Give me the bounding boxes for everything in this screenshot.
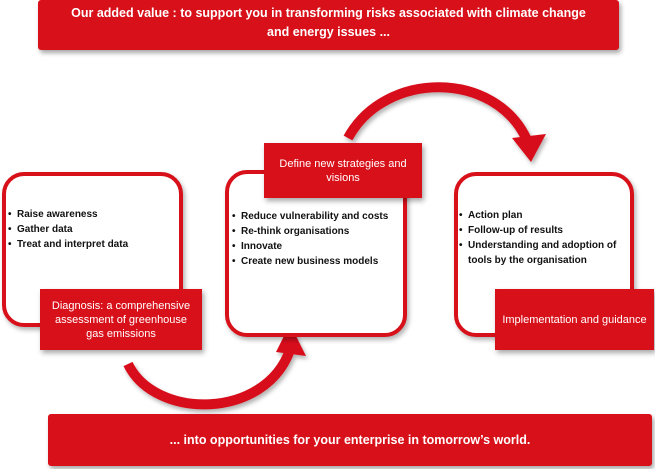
strategy-label: Define new strategies and visions: [264, 143, 422, 198]
list-item: Raise awareness: [8, 207, 178, 222]
list-item: Understanding and adoption of tools by t…: [459, 238, 631, 268]
list-item: Re-think organisations: [232, 224, 404, 239]
value-proposition-banner: Our added value : to support you in tran…: [38, 0, 619, 50]
strategy-bullets: Reduce vulnerability and costs Re-think …: [232, 209, 404, 269]
diagnosis-bullets: Raise awareness Gather data Treat and in…: [8, 207, 178, 252]
list-item: Treat and interpret data: [8, 237, 178, 252]
opportunities-banner: ... into opportunities for your enterpri…: [48, 414, 652, 466]
list-item: Reduce vulnerability and costs: [232, 209, 404, 224]
implementation-bullets: Action plan Follow-up of results Underst…: [459, 208, 631, 268]
list-item: Create new business models: [232, 254, 404, 269]
list-item: Gather data: [8, 222, 178, 237]
diagnosis-label: Diagnosis: a comprehensive assessment of…: [40, 289, 202, 350]
implementation-label: Implementation and guidance: [495, 289, 654, 350]
banner-line-1: Our added value : to support you in tran…: [71, 6, 586, 20]
list-item: Innovate: [232, 239, 404, 254]
list-item: Action plan: [459, 208, 631, 223]
list-item: Follow-up of results: [459, 223, 631, 238]
banner-line-2: and energy issues ...: [267, 25, 390, 39]
